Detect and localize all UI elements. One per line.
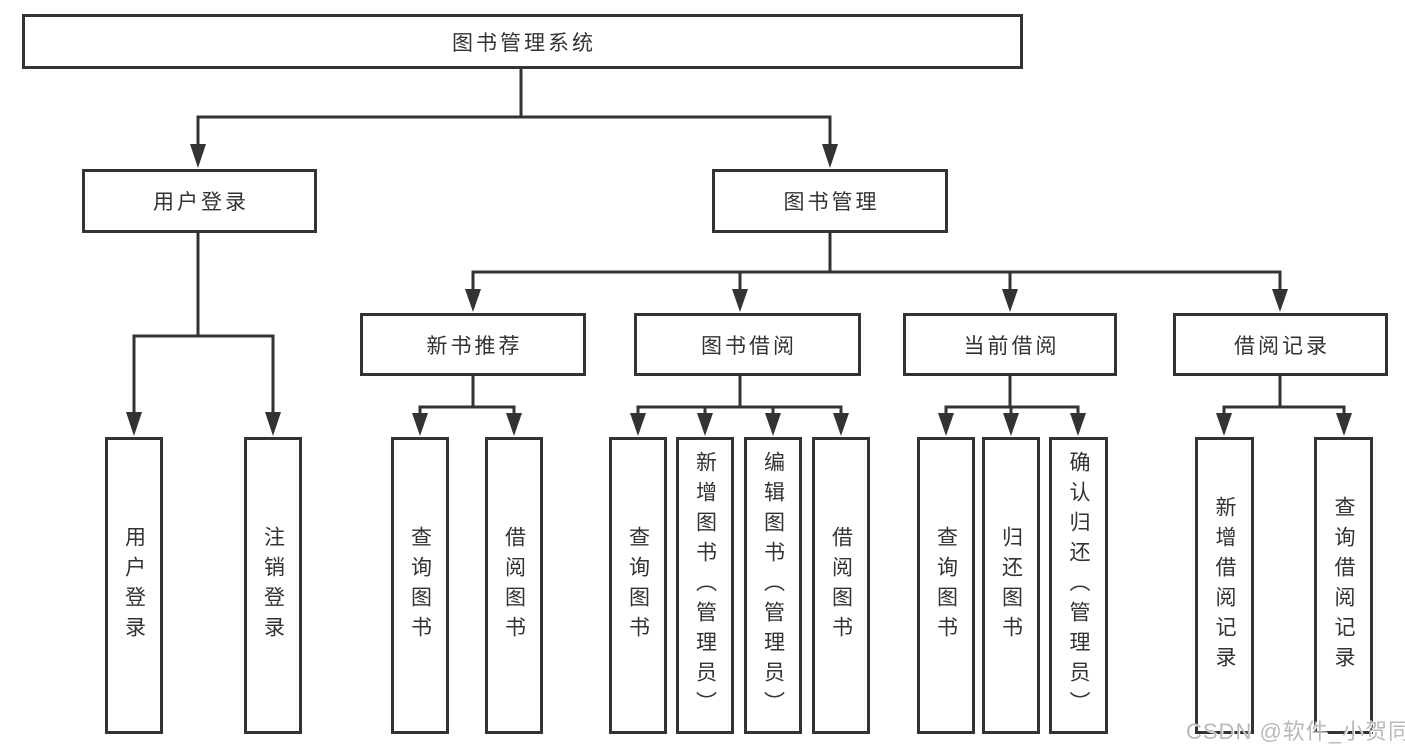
node-book-borrowing: 图书借阅 <box>634 313 861 376</box>
leaf-add-books-admin: 新增图书（管理员） <box>676 437 734 734</box>
node-borrowing-records: 借阅记录 <box>1173 313 1388 376</box>
leaf-query-books-recommendation: 查询图书 <box>391 437 449 734</box>
node-current-borrowing: 当前借阅 <box>903 313 1117 376</box>
leaf-user-login: 用户登录 <box>105 437 163 734</box>
leaf-borrow-books-recommendation: 借阅图书 <box>485 437 543 734</box>
leaf-add-borrow-record: 新增借阅记录 <box>1195 437 1254 734</box>
leaf-query-books-borrowing: 查询图书 <box>609 437 667 734</box>
leaf-query-books-current: 查询图书 <box>917 437 975 734</box>
watermark-text: CSDN @软件_小贺同学 <box>1186 719 1405 744</box>
leaf-confirm-return-admin: 确认归还（管理员） <box>1049 437 1108 734</box>
leaf-logout: 注销登录 <box>244 437 302 734</box>
leaf-return-books: 归还图书 <box>982 437 1040 734</box>
leaf-edit-books-admin: 编辑图书（管理员） <box>744 437 802 734</box>
leaf-borrow-books-borrowing: 借阅图书 <box>812 437 870 734</box>
leaf-query-borrow-record: 查询借阅记录 <box>1314 437 1373 734</box>
node-new-book-recommendation: 新书推荐 <box>360 313 586 376</box>
node-book-management: 图书管理 <box>712 169 948 233</box>
node-library-management-system: 图书管理系统 <box>22 14 1023 69</box>
node-user-login: 用户登录 <box>82 169 317 233</box>
